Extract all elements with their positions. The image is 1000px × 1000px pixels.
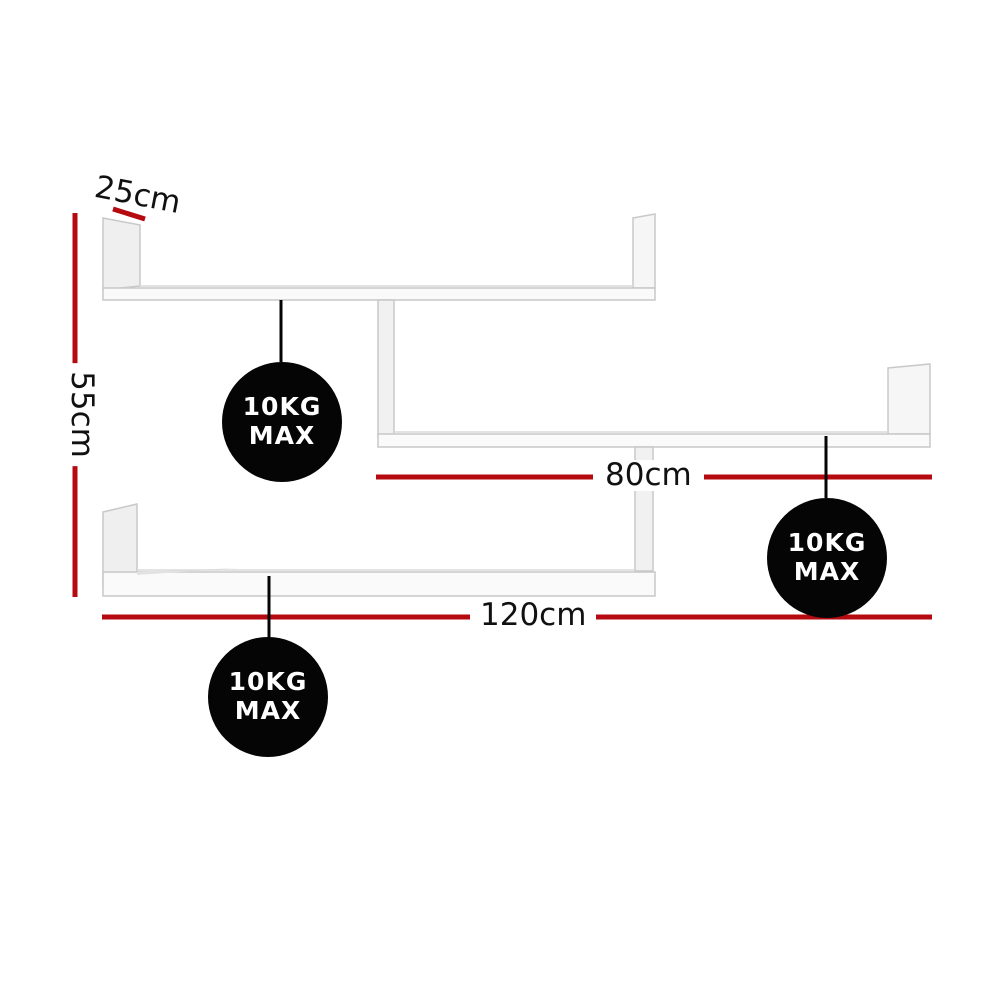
middle-width-label: 80cm [593, 460, 704, 491]
badge-weight-text: 10KG [242, 392, 322, 422]
badge-max-text: MAX [234, 696, 302, 725]
depth-dimension-line [112, 206, 146, 222]
upper-vertical-divider [377, 299, 395, 437]
badge-weight-text: 10KG [787, 528, 867, 558]
bottom-shelf [102, 503, 656, 597]
shelf-unit [102, 213, 931, 597]
bottom-shelf-weight-badge: 10KG MAX [208, 637, 328, 757]
height-label: 55cm [61, 363, 101, 466]
top-shelf [102, 213, 656, 301]
badge-max-text: MAX [248, 421, 316, 450]
weight-cords [267, 300, 828, 638]
badge-weight-text: 10KG [228, 667, 308, 697]
middle-shelf-weight-badge: 10KG MAX [767, 498, 887, 618]
badge-max-text: MAX [793, 557, 861, 586]
top-shelf-weight-badge: 10KG MAX [222, 362, 342, 482]
total-width-label: 120cm [470, 600, 597, 631]
middle-shelf [377, 363, 931, 448]
